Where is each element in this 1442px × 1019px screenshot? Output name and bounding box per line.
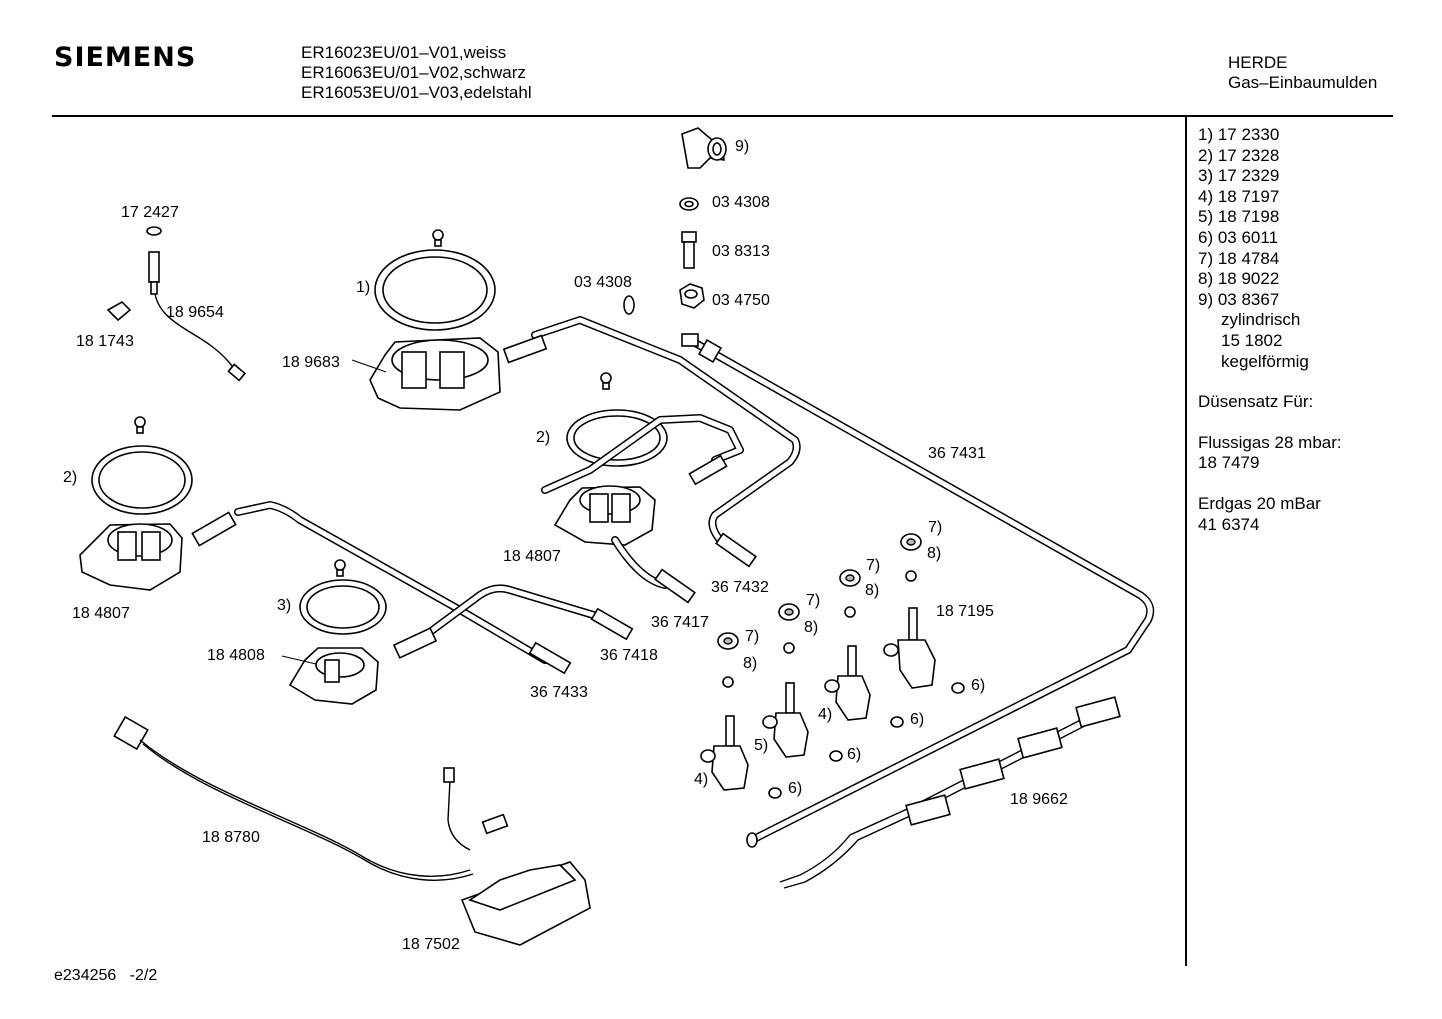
part-label: 36 7433: [530, 684, 588, 701]
parts-legend: 1) 17 2330 2) 17 2328 3) 17 2329 4) 18 7…: [1198, 125, 1342, 535]
burner-base-icon: [288, 647, 379, 705]
part-label: 36 7418: [600, 647, 658, 664]
nozzle-set-title: Düsensatz Für:: [1198, 392, 1314, 412]
part-label: 18 9654: [166, 304, 224, 321]
category: HERDE Gas–Einbaumulden: [1228, 53, 1377, 93]
legend-item: 5) 18 7198: [1198, 207, 1280, 227]
burner-cap-ring-icon: [299, 559, 387, 635]
legend-subitem: kegelförmig: [1221, 351, 1309, 371]
pipe-end: [746, 832, 758, 848]
spark-generator-icon: [460, 861, 591, 946]
hex-nut-icon: [679, 283, 705, 309]
ref-label: 6): [971, 677, 985, 694]
legend-item: 6) 03 6011: [1198, 227, 1279, 247]
ref-label: 8): [927, 545, 941, 562]
category-line: HERDE: [1228, 53, 1288, 72]
model-line: ER16063EU/01–V02,schwarz: [301, 63, 526, 82]
part-label: 17 2427: [121, 204, 179, 221]
legend-subitem: 15 1802: [1221, 330, 1283, 350]
ref-label: 7): [866, 557, 880, 574]
natgas-value: 41 6374: [1198, 514, 1260, 534]
ref-label: 9): [735, 138, 749, 155]
ref-label: 6): [847, 746, 861, 763]
power-cable-icon: [113, 715, 509, 881]
ignition-switch-harness-icon: [779, 696, 1121, 889]
part-label: 36 7431: [928, 445, 986, 462]
burner-cap-ring-icon: [566, 372, 668, 467]
pipe-fitting-icon: [191, 334, 757, 675]
leader-lines: [281, 359, 387, 665]
ref-label: 8): [804, 619, 818, 636]
part-label: 18 9683: [282, 354, 340, 371]
part-label: 18 7502: [402, 936, 460, 953]
nozzle-icon: [681, 231, 697, 269]
ref-label: 7): [806, 592, 820, 609]
ref-label: 4): [818, 706, 832, 723]
drawing-id: e234256 -2/2: [54, 967, 157, 985]
ref-label: 3): [277, 597, 291, 614]
ref-label: 6): [788, 780, 802, 797]
legend-item: 7) 18 4784: [1198, 248, 1280, 268]
ref-label: 8): [743, 655, 757, 672]
pipe-nut: [697, 338, 723, 364]
burner-base-icon: [369, 337, 501, 411]
part-label: 03 4308: [574, 274, 632, 291]
thermocouple-icon: [106, 226, 247, 382]
ref-label: 1): [356, 279, 370, 296]
ref-label: 2): [536, 429, 550, 446]
ref-label: 8): [865, 582, 879, 599]
brand-logo: SIEMENS: [54, 42, 197, 73]
burner-cap-ring-icon: [374, 229, 496, 331]
pipe-fitting: [681, 333, 699, 347]
ref-label: 7): [745, 628, 759, 645]
valve-cap-spring-icon: [717, 533, 922, 688]
legend-item: 1) 17 2330: [1198, 125, 1280, 144]
legend-subitem: zylindrisch: [1221, 310, 1301, 330]
gas-valve-icon: [700, 607, 936, 791]
feed-pipe: [234, 316, 801, 664]
part-label: 03 4750: [712, 292, 770, 309]
part-label: 18 4808: [207, 647, 265, 664]
part-label: 18 7195: [936, 603, 994, 620]
legend-item: 4) 18 7197: [1198, 186, 1280, 206]
legend-item: 8) 18 9022: [1198, 269, 1280, 289]
part-label: 18 4807: [72, 605, 130, 622]
burner-base-icon: [553, 485, 656, 546]
ref-label: 5): [754, 737, 768, 754]
burner-base-icon: [79, 523, 183, 591]
legend-item: 3) 17 2329: [1198, 166, 1280, 186]
o-ring-icon: [768, 682, 965, 799]
part-label: 18 4807: [503, 548, 561, 565]
part-label: 36 7417: [651, 614, 709, 631]
part-label: 18 9662: [1010, 791, 1068, 808]
part-label: 03 4308: [712, 194, 770, 211]
part-label: 03 8313: [712, 243, 770, 260]
ref-label: 4): [694, 771, 708, 788]
drawing-number: e234256: [54, 967, 117, 984]
ref-label: 6): [910, 711, 924, 728]
legend-item: 2) 17 2328: [1198, 145, 1280, 165]
ref-label: 7): [928, 519, 942, 536]
ref-label: 2): [63, 469, 77, 486]
category-line: Gas–Einbaumulden: [1228, 73, 1378, 92]
legend-item: 9) 03 8367: [1198, 289, 1280, 309]
lpg-label: Flussigas 28 mbar:: [1198, 432, 1342, 452]
main-gas-pipe: [681, 333, 1155, 848]
lpg-value: 18 7479: [1198, 453, 1260, 473]
model-list: ER16023EU/01–V01,weiss ER16063EU/01–V02,…: [301, 43, 532, 103]
seal-ring-icon: [623, 295, 635, 315]
part-label: 18 1743: [76, 333, 134, 350]
burner-cap-ring-icon: [91, 416, 193, 515]
page-number: -2/2: [129, 967, 158, 984]
part-label: 18 8780: [202, 829, 260, 846]
part-label: 36 7432: [711, 579, 769, 596]
model-line: ER16023EU/01–V01,weiss: [301, 43, 507, 62]
model-line: ER16053EU/01–V03,edelstahl: [301, 83, 532, 102]
elbow-connector-icon: [681, 127, 727, 169]
natgas-label: Erdgas 20 mBar: [1198, 493, 1321, 513]
